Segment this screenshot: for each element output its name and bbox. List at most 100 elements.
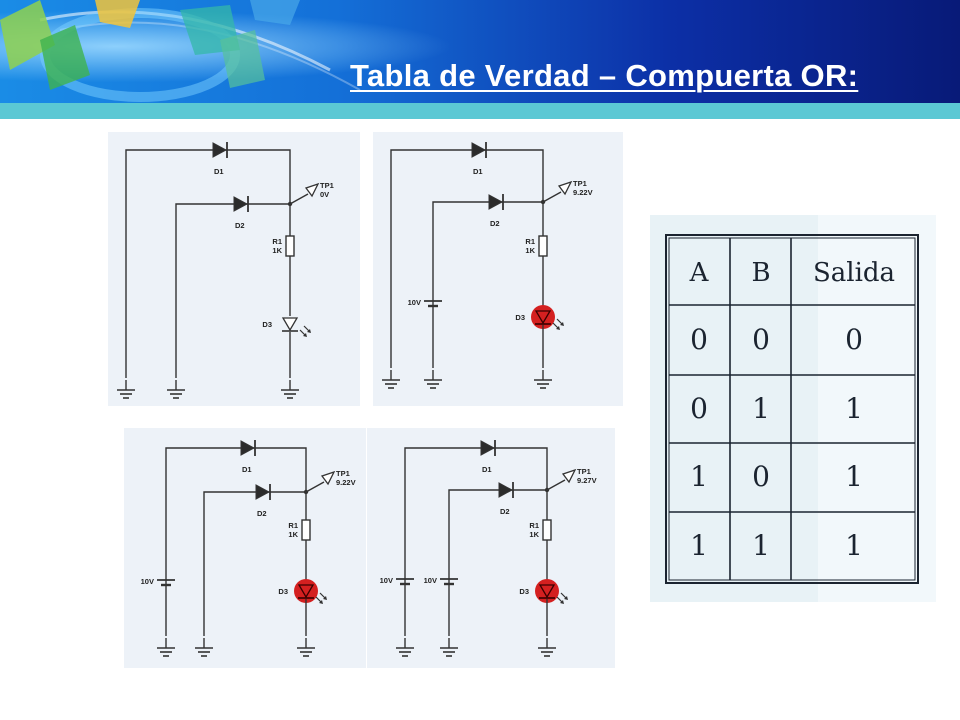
wire-input-b <box>448 489 547 636</box>
label-source-b: 10V <box>424 576 437 585</box>
truth-table-cell: 0 <box>752 460 770 493</box>
probe-lead <box>305 481 325 493</box>
label-r1: R1 <box>288 521 298 530</box>
label-tp1-value: 9.22V <box>573 188 593 197</box>
diode-triangle <box>255 484 271 500</box>
led-arrow-1 <box>560 600 564 604</box>
ground-input-b <box>424 370 442 389</box>
diode-d1 <box>480 440 496 456</box>
diode-triangle <box>212 142 228 158</box>
header-divider-bar <box>0 103 960 119</box>
wire-input-b <box>432 201 543 368</box>
label-tp1: TP1 <box>336 469 350 478</box>
test-probe-tp1 <box>305 470 336 493</box>
probe-head <box>561 468 577 484</box>
test-probe-tp1 <box>546 468 577 491</box>
label-source-a: 10V <box>141 577 154 586</box>
label-tp1: TP1 <box>573 179 587 188</box>
label-d2: D2 <box>490 219 500 228</box>
ground-output <box>281 380 299 399</box>
label-d2: D2 <box>257 509 267 518</box>
truth-table-cell: 1 <box>690 460 708 493</box>
wire-input-b <box>175 203 290 378</box>
ground-input-b <box>167 380 185 399</box>
led-arrow-1 <box>303 333 307 337</box>
probe-lead <box>546 479 566 491</box>
diode-triangle <box>240 440 256 456</box>
diode-triangle <box>471 142 487 158</box>
battery-source-b <box>440 578 458 586</box>
truth-table-header: Salida <box>813 258 895 288</box>
led-triangle <box>534 310 552 325</box>
led-triangle <box>538 584 556 599</box>
battery-source-a <box>157 579 175 587</box>
battery-source-a <box>396 578 414 586</box>
truth-table-cell: 1 <box>845 392 863 425</box>
wire-input-a <box>125 149 291 378</box>
diode-d2 <box>488 194 504 210</box>
label-tp1-value: 9.22V <box>336 478 356 487</box>
ground-input-a <box>382 370 400 389</box>
label-tp1: TP1 <box>577 467 591 476</box>
label-r1-value: 1K <box>529 530 539 539</box>
ground-input-a <box>396 638 414 657</box>
led-triangle <box>281 317 299 332</box>
label-source-a: 10V <box>380 576 393 585</box>
header-banner <box>0 0 960 103</box>
led-arrow-2 <box>560 322 564 326</box>
label-d1: D1 <box>242 465 252 474</box>
ground-input-a <box>117 380 135 399</box>
wire-input-a <box>404 447 548 636</box>
led-d3 <box>281 317 311 337</box>
header-background <box>0 0 960 103</box>
probe-head <box>557 180 573 196</box>
probe-head <box>304 182 320 198</box>
label-d1: D1 <box>482 465 492 474</box>
diode-triangle <box>488 194 504 210</box>
diode-d2 <box>255 484 271 500</box>
truth-table-cell: 1 <box>690 529 708 562</box>
battery-source-b <box>424 300 442 308</box>
diode-d1 <box>212 142 228 158</box>
truth-table-cell: 0 <box>845 323 863 356</box>
probe-head <box>320 470 336 486</box>
test-probe-tp1 <box>289 182 320 205</box>
truth-table-border <box>665 234 919 584</box>
ground-output <box>538 638 556 657</box>
truth-table-cell: 1 <box>752 392 770 425</box>
led-d3 <box>294 579 327 604</box>
test-probe-tp1 <box>542 180 573 203</box>
label-tp1: TP1 <box>320 181 334 190</box>
diode-triangle <box>480 440 496 456</box>
label-r1: R1 <box>525 237 535 246</box>
truth-table-cell: 1 <box>845 529 863 562</box>
slide-title: Tabla de Verdad – Compuerta OR: <box>350 58 859 93</box>
truth-table-cell: 0 <box>690 392 708 425</box>
resistor-r1 <box>538 235 548 257</box>
truth-table-cell: 0 <box>690 323 708 356</box>
resistor-r1 <box>301 519 311 541</box>
label-d3: D3 <box>515 313 525 322</box>
label-d3: D3 <box>278 587 288 596</box>
truth-table-header: A <box>689 258 710 288</box>
truth-table-inner-border <box>668 237 916 581</box>
wire-input-a <box>390 149 544 368</box>
diode-d1 <box>240 440 256 456</box>
ground-input-a <box>157 638 175 657</box>
label-r1: R1 <box>272 237 282 246</box>
label-d1: D1 <box>473 167 483 176</box>
ground-output <box>297 638 315 657</box>
label-r1: R1 <box>529 521 539 530</box>
led-d3 <box>531 305 564 330</box>
led-arrow-1 <box>556 326 560 330</box>
